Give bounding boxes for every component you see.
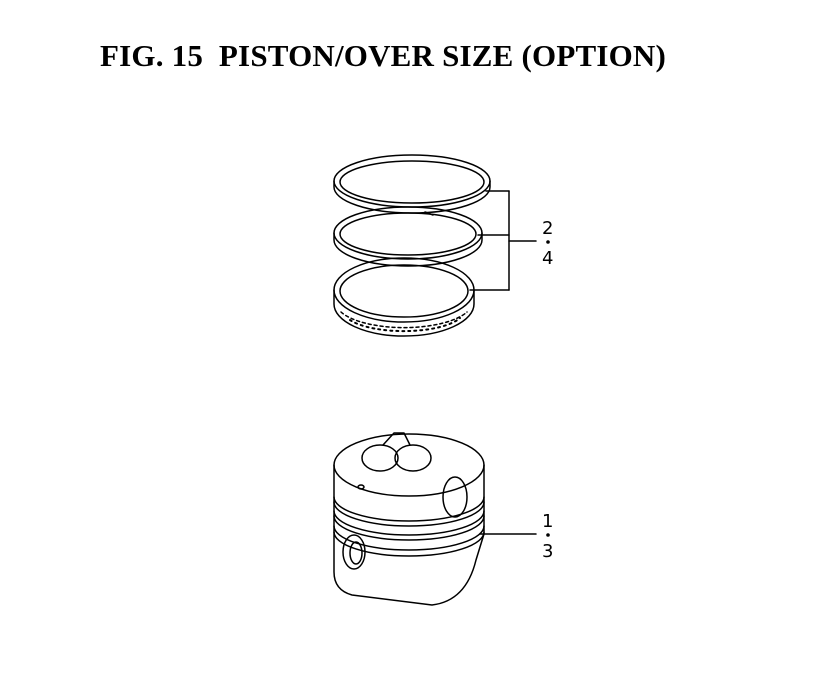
callout-number-piston-top: 1 — [542, 511, 553, 532]
valve-relief — [442, 476, 468, 518]
figure-title: FIG. 15 PISTON/OVER SIZE (OPTION) — [100, 38, 667, 73]
ring-grooves — [333, 496, 485, 557]
combustion-bowl-right — [394, 444, 432, 472]
callout-number-ring-bottom: 4 — [542, 248, 553, 269]
callout-dot-piston — [546, 533, 550, 537]
callout-dot-ring — [546, 240, 550, 244]
second-ring — [333, 206, 483, 267]
piston-pin-hole — [342, 534, 366, 570]
callout-number-piston-bottom: 3 — [542, 541, 553, 562]
combustion-bowl-left — [361, 444, 399, 472]
piston — [333, 432, 485, 606]
piston-ring-set — [333, 154, 491, 337]
top-compression-ring — [333, 154, 491, 214]
oil-control-ring — [333, 257, 475, 337]
callout-number-ring-top: 2 — [542, 218, 553, 239]
ring-callout-leader — [469, 190, 537, 291]
